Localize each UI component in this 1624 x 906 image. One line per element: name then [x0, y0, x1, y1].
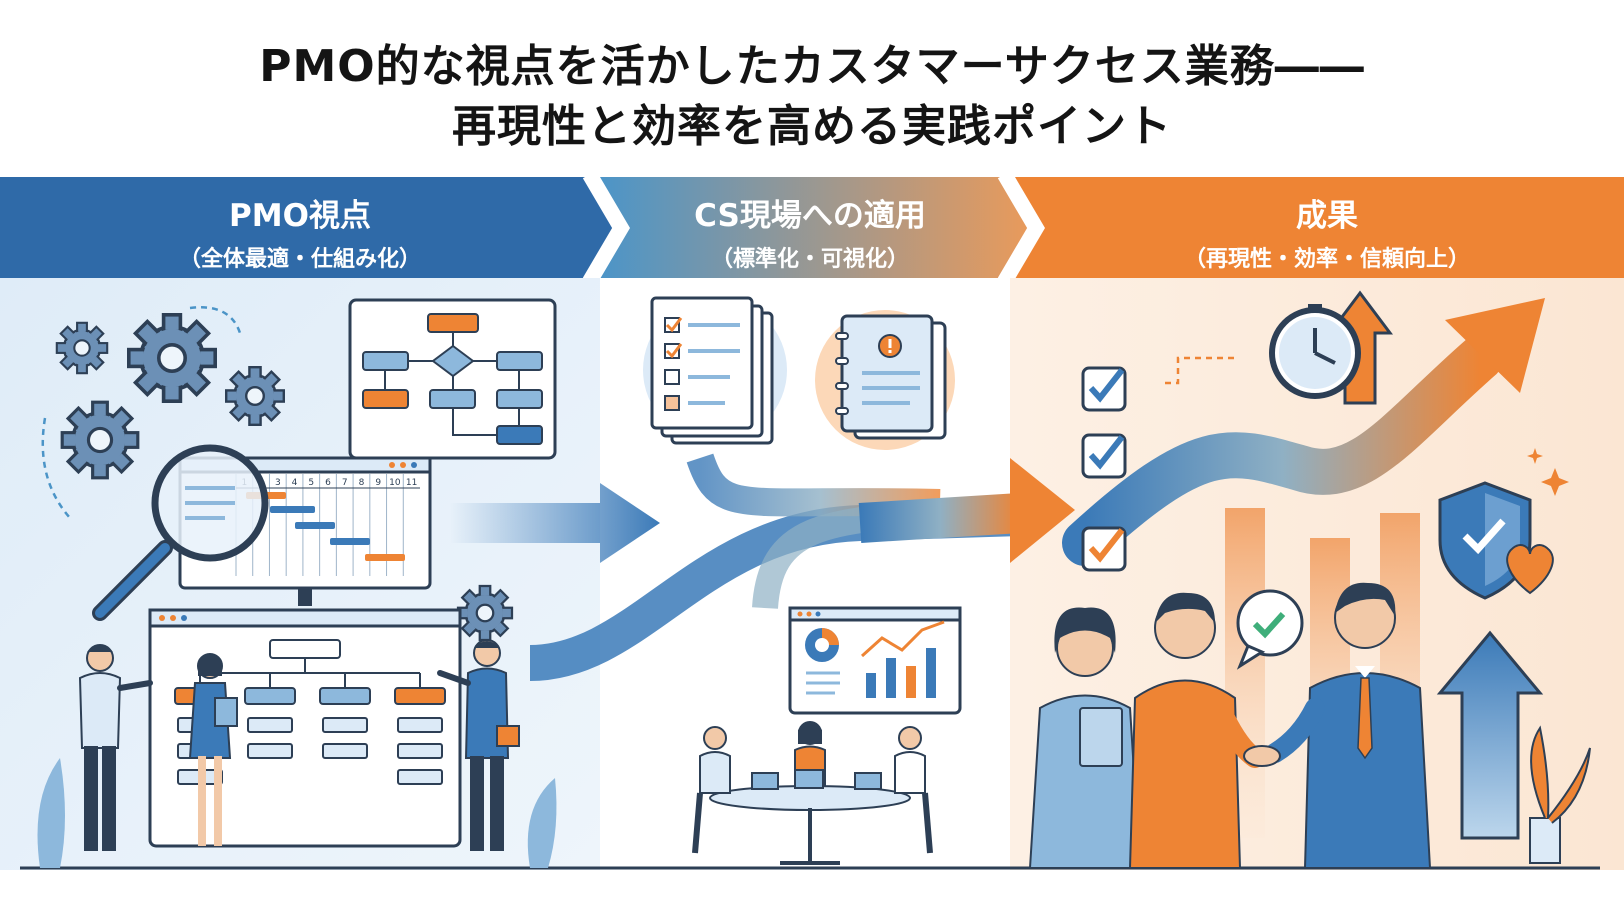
- stage-3-arrow: [1015, 177, 1624, 279]
- gear-icon: [456, 584, 514, 642]
- gantt-column-label: 11: [406, 478, 417, 488]
- magnifier-icon: [92, 444, 269, 621]
- stage-3-header: 成果 （再現性・効率・信頼向上）: [1030, 190, 1624, 273]
- person-manager-left: [437, 639, 520, 851]
- checkbox-icon: [1081, 526, 1127, 572]
- stage-2-label: CS現場への適用: [694, 198, 926, 234]
- person-woman-tablet: [1028, 607, 1142, 869]
- gear-icon: [60, 400, 140, 480]
- stage-3-sub: （再現性・効率・信頼向上）: [1183, 247, 1470, 272]
- clock-icon: [1269, 304, 1361, 399]
- gantt-column-label: 7: [342, 478, 348, 488]
- stage-1-header: PMO視点 （全体最適・仕組み化）: [0, 190, 600, 273]
- stage-2-header: CS現場への適用 （標準化・可視化）: [600, 190, 1020, 273]
- dashboard-icon: [788, 606, 962, 715]
- growth-arrow: [1062, 335, 1503, 566]
- chat-check-icon: [1236, 589, 1304, 670]
- up-arrow-icon: [1436, 630, 1544, 840]
- checkbox-icon: [1081, 366, 1127, 412]
- person-woman-left: [188, 653, 238, 846]
- heart-icon: [1506, 544, 1554, 595]
- stage-banner: [0, 177, 1624, 279]
- gantt-column-label: 3: [275, 478, 281, 488]
- gantt-column-label: 8: [359, 478, 365, 488]
- gantt-column-label: 5: [308, 478, 314, 488]
- gantt-column-label: 9: [375, 478, 381, 488]
- illustration-panels: 1234567891011: [0, 278, 1624, 870]
- flow-arrow-head: [1010, 458, 1075, 563]
- stage-1-label: PMO視点: [229, 198, 371, 234]
- page-title-line2: 再現性と効率を高める実践ポイント: [452, 101, 1172, 152]
- forward-arrow-upper: [450, 483, 660, 563]
- stage-1-sub: （全体最適・仕組み化）: [178, 247, 421, 272]
- org-chart-icon: [148, 608, 462, 848]
- gantt-column-label: 10: [389, 478, 401, 488]
- stage-2-sub: （標準化・可視化）: [710, 247, 909, 272]
- gantt-column-label: 4: [292, 478, 298, 488]
- gear-icon: [55, 321, 109, 375]
- stage-1-arrow: [0, 177, 615, 279]
- page-title-line1: PMO的な視点を活かしたカスタマーサクセス業務――: [259, 41, 1365, 92]
- gear-icon: [224, 366, 285, 426]
- stage-2-arrow: [600, 177, 1030, 279]
- gantt-column-label: 6: [325, 478, 331, 488]
- person-presenter-left: [78, 644, 153, 851]
- plant-icon: [1529, 725, 1591, 864]
- team-meeting: [692, 721, 933, 865]
- alert-notebook-icon: [815, 310, 955, 450]
- person-suit-handshake: [1243, 582, 1432, 869]
- gear-icon: [127, 312, 217, 404]
- checklist-document-icon: [643, 296, 787, 445]
- stage-3-label: 成果: [1296, 198, 1358, 234]
- flowchart-icon: [348, 298, 557, 460]
- checkbox-icon: [1081, 433, 1127, 479]
